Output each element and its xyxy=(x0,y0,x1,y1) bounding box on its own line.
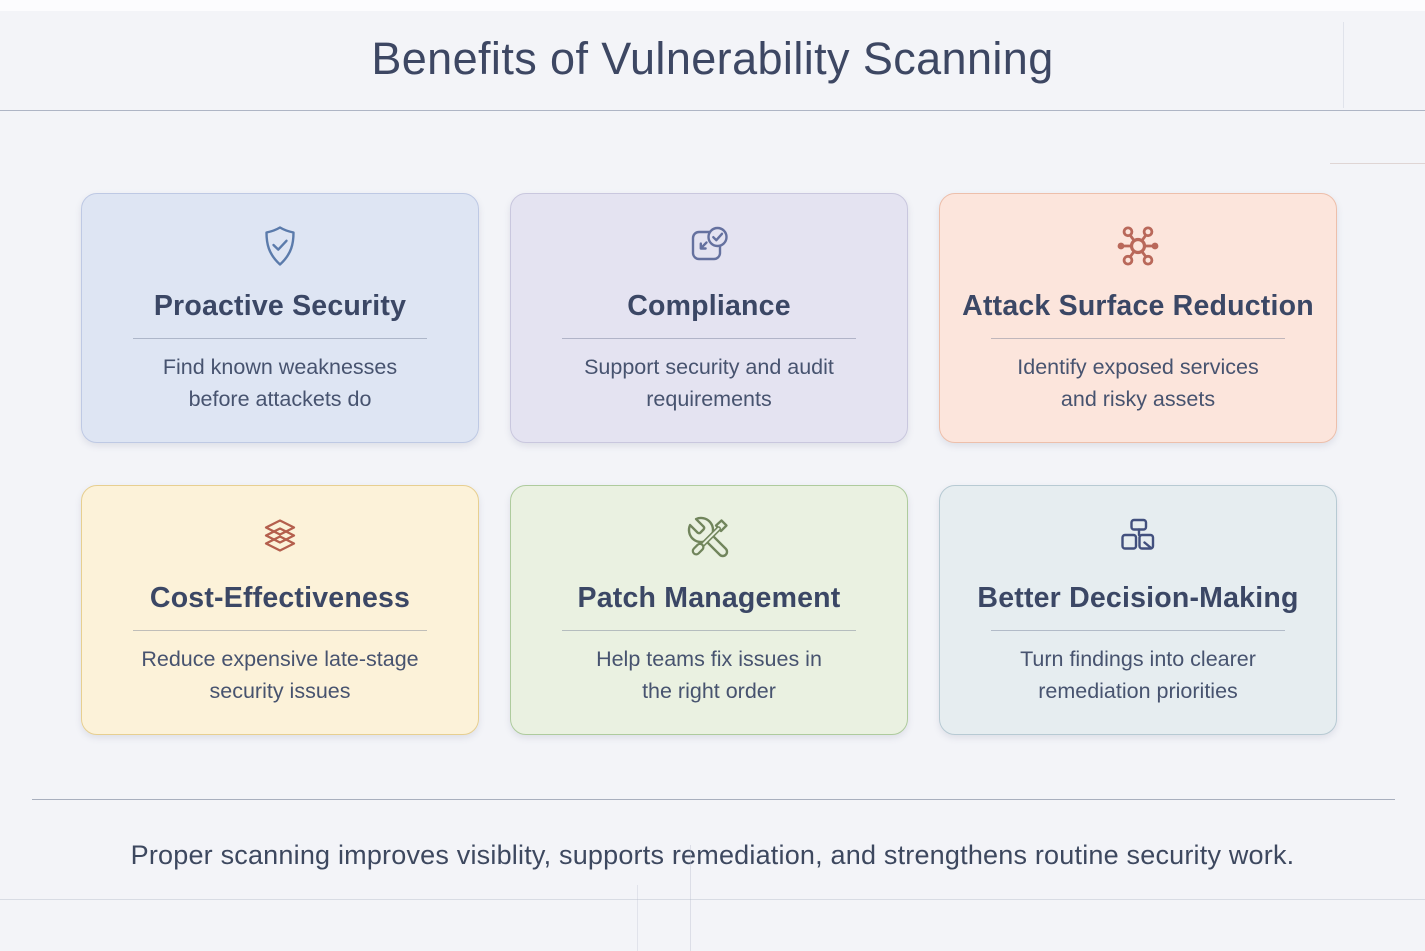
card-proactive-security: Proactive Security Find known weaknesses… xyxy=(81,193,479,443)
card-description: Help teams fix issues in the right order xyxy=(596,647,822,704)
top-strip xyxy=(0,0,1425,11)
footer-summary: Proper scanning improves visiblity, supp… xyxy=(130,840,1295,870)
card-description: Reduce expensive late-stage security iss… xyxy=(141,647,419,704)
card-compliance: Compliance Support security and audit re… xyxy=(510,193,908,443)
card-divider xyxy=(133,630,427,631)
header: Benefits of Vulnerability Scanning xyxy=(0,0,1425,111)
card-title: Compliance xyxy=(627,290,791,322)
card-divider xyxy=(991,630,1285,631)
grid-artifact-line xyxy=(637,885,638,951)
card-title: Attack Surface Reduction xyxy=(962,290,1314,322)
header-divider xyxy=(0,110,1425,111)
card-description: Find known weaknesses before attackets d… xyxy=(162,355,398,412)
card-cost-effectiveness: Cost-Effectiveness Reduce expensive late… xyxy=(81,485,479,735)
network-hub-icon xyxy=(940,221,1336,271)
card-title: Cost-Effectiveness xyxy=(149,582,411,614)
card-description: Identify exposed services and risky asse… xyxy=(1017,355,1259,412)
grid-artifact-line xyxy=(1330,163,1425,164)
card-title: Better Decision-Making xyxy=(977,582,1299,614)
card-description: Turn findings into clearer remediation p… xyxy=(1020,647,1256,704)
card-divider xyxy=(991,338,1285,339)
shield-check-icon xyxy=(82,221,478,271)
grid-artifact-line xyxy=(0,899,1425,900)
card-divider xyxy=(133,338,427,339)
card-divider xyxy=(562,630,856,631)
tools-icon xyxy=(511,513,907,563)
org-chart-icon xyxy=(940,513,1336,563)
card-patch-management: Patch Management Help teams fix issues i… xyxy=(510,485,908,735)
card-description: Support security and audit requirements xyxy=(584,355,834,412)
card-title: Proactive Security xyxy=(153,290,407,322)
card-better-decision-making: Better Decision-Making Turn findings int… xyxy=(939,485,1337,735)
card-title: Patch Management xyxy=(577,582,841,614)
footer-divider xyxy=(32,799,1395,800)
clipboard-check-icon xyxy=(511,221,907,271)
card-divider xyxy=(562,338,856,339)
page-title: Benefits of Vulnerability Scanning xyxy=(371,33,1054,84)
benefits-grid: Proactive Security Find known weaknesses… xyxy=(81,193,1337,735)
card-attack-surface-reduction: Attack Surface Reduction Identify expose… xyxy=(939,193,1337,443)
layers-icon xyxy=(82,513,478,563)
